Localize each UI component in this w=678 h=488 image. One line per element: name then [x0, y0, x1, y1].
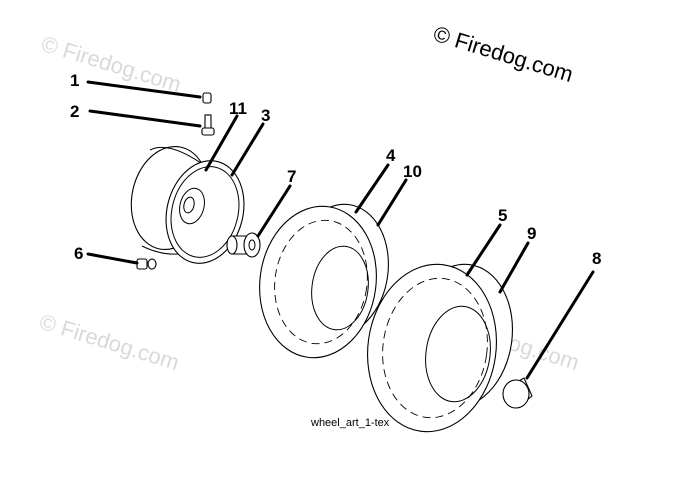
- leader-6: [86, 252, 139, 265]
- callout-6: 6: [74, 244, 83, 263]
- bolt-part: [136, 258, 157, 270]
- watermark-main: © Firedog.com: [431, 21, 577, 87]
- watermark-faint-top-left: © Firedog.com: [39, 31, 185, 97]
- callout-1: 1: [70, 71, 79, 90]
- rear-tire-part: [367, 263, 514, 433]
- bushing-part: [226, 232, 261, 258]
- callout-2: 2: [70, 102, 79, 121]
- leader-3: [230, 122, 265, 177]
- callout-8: 8: [592, 249, 601, 268]
- watermark-faint-bottom-left: © Firedog.com: [37, 309, 183, 375]
- callout-7: 7: [287, 167, 296, 186]
- callout-10: 10: [403, 162, 422, 181]
- callout-3: 3: [261, 106, 270, 125]
- leader-1: [86, 80, 202, 99]
- leader-9: [498, 241, 530, 294]
- diagram-caption: wheel_art_1-tex: [310, 417, 390, 429]
- front-tire-part: [259, 203, 389, 359]
- callout-4: 4: [386, 146, 396, 165]
- valve-cap-part: [202, 92, 212, 104]
- leader-2: [88, 109, 202, 128]
- rim-part: [130, 145, 245, 264]
- leader-7: [256, 184, 292, 238]
- callout-5: 5: [498, 206, 507, 225]
- callout-11: 11: [229, 99, 247, 118]
- leader-4: [354, 163, 390, 214]
- leader-10: [376, 178, 408, 227]
- callout-9: 9: [527, 224, 536, 243]
- leader-5: [465, 223, 502, 277]
- valve-stem-part: [201, 114, 215, 136]
- leader-11: [204, 114, 239, 172]
- hub-cap-part: [502, 377, 533, 409]
- leader-8: [525, 270, 595, 380]
